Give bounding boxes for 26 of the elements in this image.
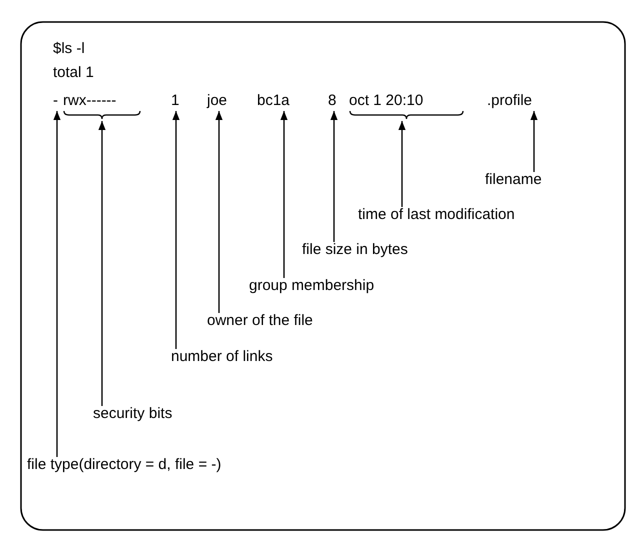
command-output-token: joe [207,92,228,110]
annotation-text: filename [485,171,542,189]
annotation-text: file type(directory = d, file = -) [27,456,222,474]
command-output-token: bc1a [257,92,290,110]
command-output-token: oct 1 20:10 [349,92,424,110]
command-output-token: 8 [328,92,336,110]
annotation-text: time of last modification [358,206,515,224]
command-line-text: total 1 [53,64,94,82]
leader-arrow [330,111,338,242]
annotation-text: owner of the file [207,312,313,330]
command-output-token: .profile [487,92,532,110]
annotation-text: file size in bytes [302,241,408,259]
annotation-text: security bits [93,405,172,423]
leader-arrow [280,111,288,278]
command-output-token: 1 [171,92,180,110]
annotation-text: number of links [171,348,273,366]
leader-arrow [398,121,406,207]
leader-arrow [215,111,223,313]
leader-arrow [172,111,180,349]
command-output-token: rwx------ [63,92,118,110]
leader-arrow [53,111,61,457]
command-output-token: - [53,92,58,110]
leader-arrow [98,121,106,406]
leader-arrow [530,111,538,172]
command-line-text: $ls -l [53,40,85,58]
annotation-text: group membership [249,277,374,295]
